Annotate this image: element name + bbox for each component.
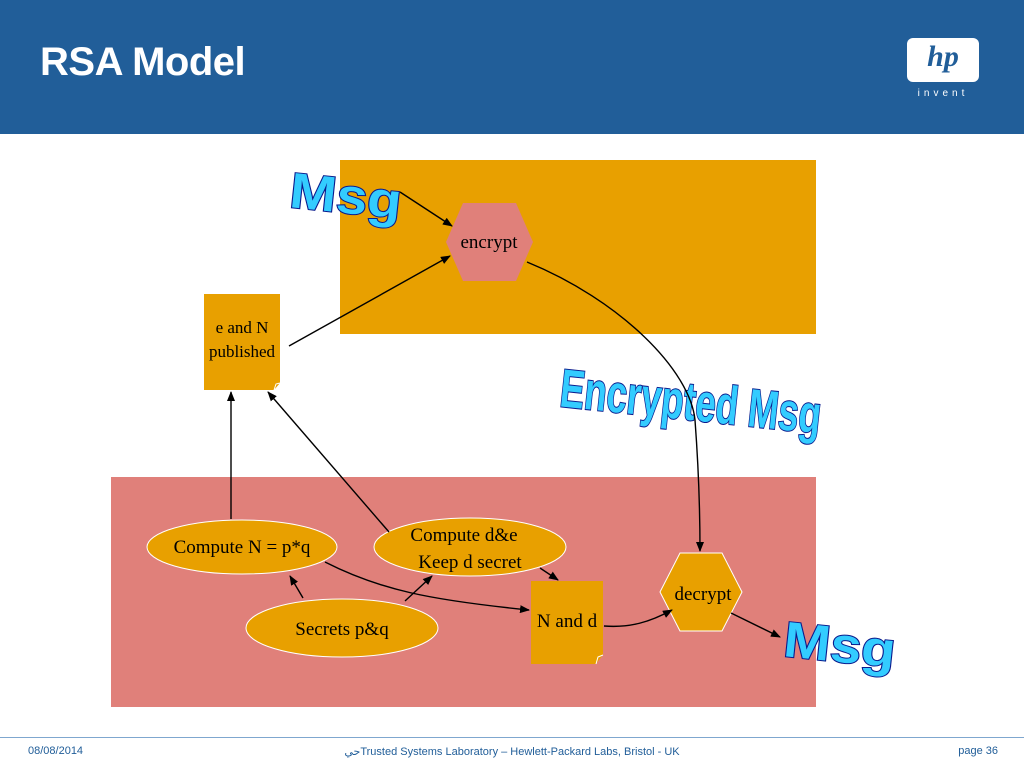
n-and-d-document-fold xyxy=(595,654,604,665)
decrypt-hexagon xyxy=(659,552,743,632)
footer-lab-name: حيTrusted Systems Laboratory – Hewlett-P… xyxy=(344,746,680,758)
arrow-msg-to-encrypt xyxy=(399,191,453,227)
public-region xyxy=(340,160,816,334)
slide-header xyxy=(0,0,1024,134)
n-and-d-document xyxy=(531,581,603,664)
msg-bottom-wordart: Msg xyxy=(781,611,898,678)
msg-top-wordart: Msg xyxy=(287,162,404,229)
footer-date: 08/08/2014 xyxy=(28,745,84,757)
compute-de-ellipse xyxy=(373,517,567,577)
hp-logo-tagline: invent xyxy=(917,88,969,99)
compute-de-label-line-1: Compute d&e xyxy=(410,525,517,546)
published-label-line-2: published xyxy=(209,342,276,361)
arrow-n-and-d-to-decrypt xyxy=(603,609,673,628)
hp-logo-mark: hp xyxy=(927,40,959,73)
published-document xyxy=(204,294,280,390)
compute-n-ellipse xyxy=(146,519,338,575)
arrow-compute-de-to-n-and-d xyxy=(539,567,559,581)
encrypt-label: encrypt xyxy=(461,232,519,253)
slide-title: RSA Model xyxy=(40,40,246,84)
hp-logo-badge xyxy=(907,38,979,82)
n-and-d-label: N and d xyxy=(537,611,598,632)
secrets-label: Secrets p&q xyxy=(295,619,389,640)
compute-n-label: Compute N = p*q xyxy=(174,537,311,558)
arrow-encrypt-to-decrypt xyxy=(526,261,704,552)
arrow-secrets-to-compute-n xyxy=(289,575,304,599)
arrow-published-to-encrypt xyxy=(288,255,451,347)
hp-logo: hp invent xyxy=(907,38,979,102)
secrets-ellipse xyxy=(245,598,439,658)
arrow-compute-de-to-published xyxy=(267,391,390,533)
footer-divider xyxy=(0,737,1024,738)
arrow-compute-n-to-n-and-d xyxy=(324,561,530,614)
encrypt-hexagon xyxy=(446,203,533,281)
arrow-decrypt-to-msg xyxy=(730,612,781,638)
decrypt-label: decrypt xyxy=(675,584,733,605)
arrow-secrets-to-compute-de xyxy=(404,575,433,602)
footer-page-number: page 36 xyxy=(958,745,998,757)
published-document-fold xyxy=(273,382,281,391)
compute-de-label-line-2: Keep d secret xyxy=(418,552,522,573)
published-label-line-1: e and N xyxy=(216,318,269,337)
